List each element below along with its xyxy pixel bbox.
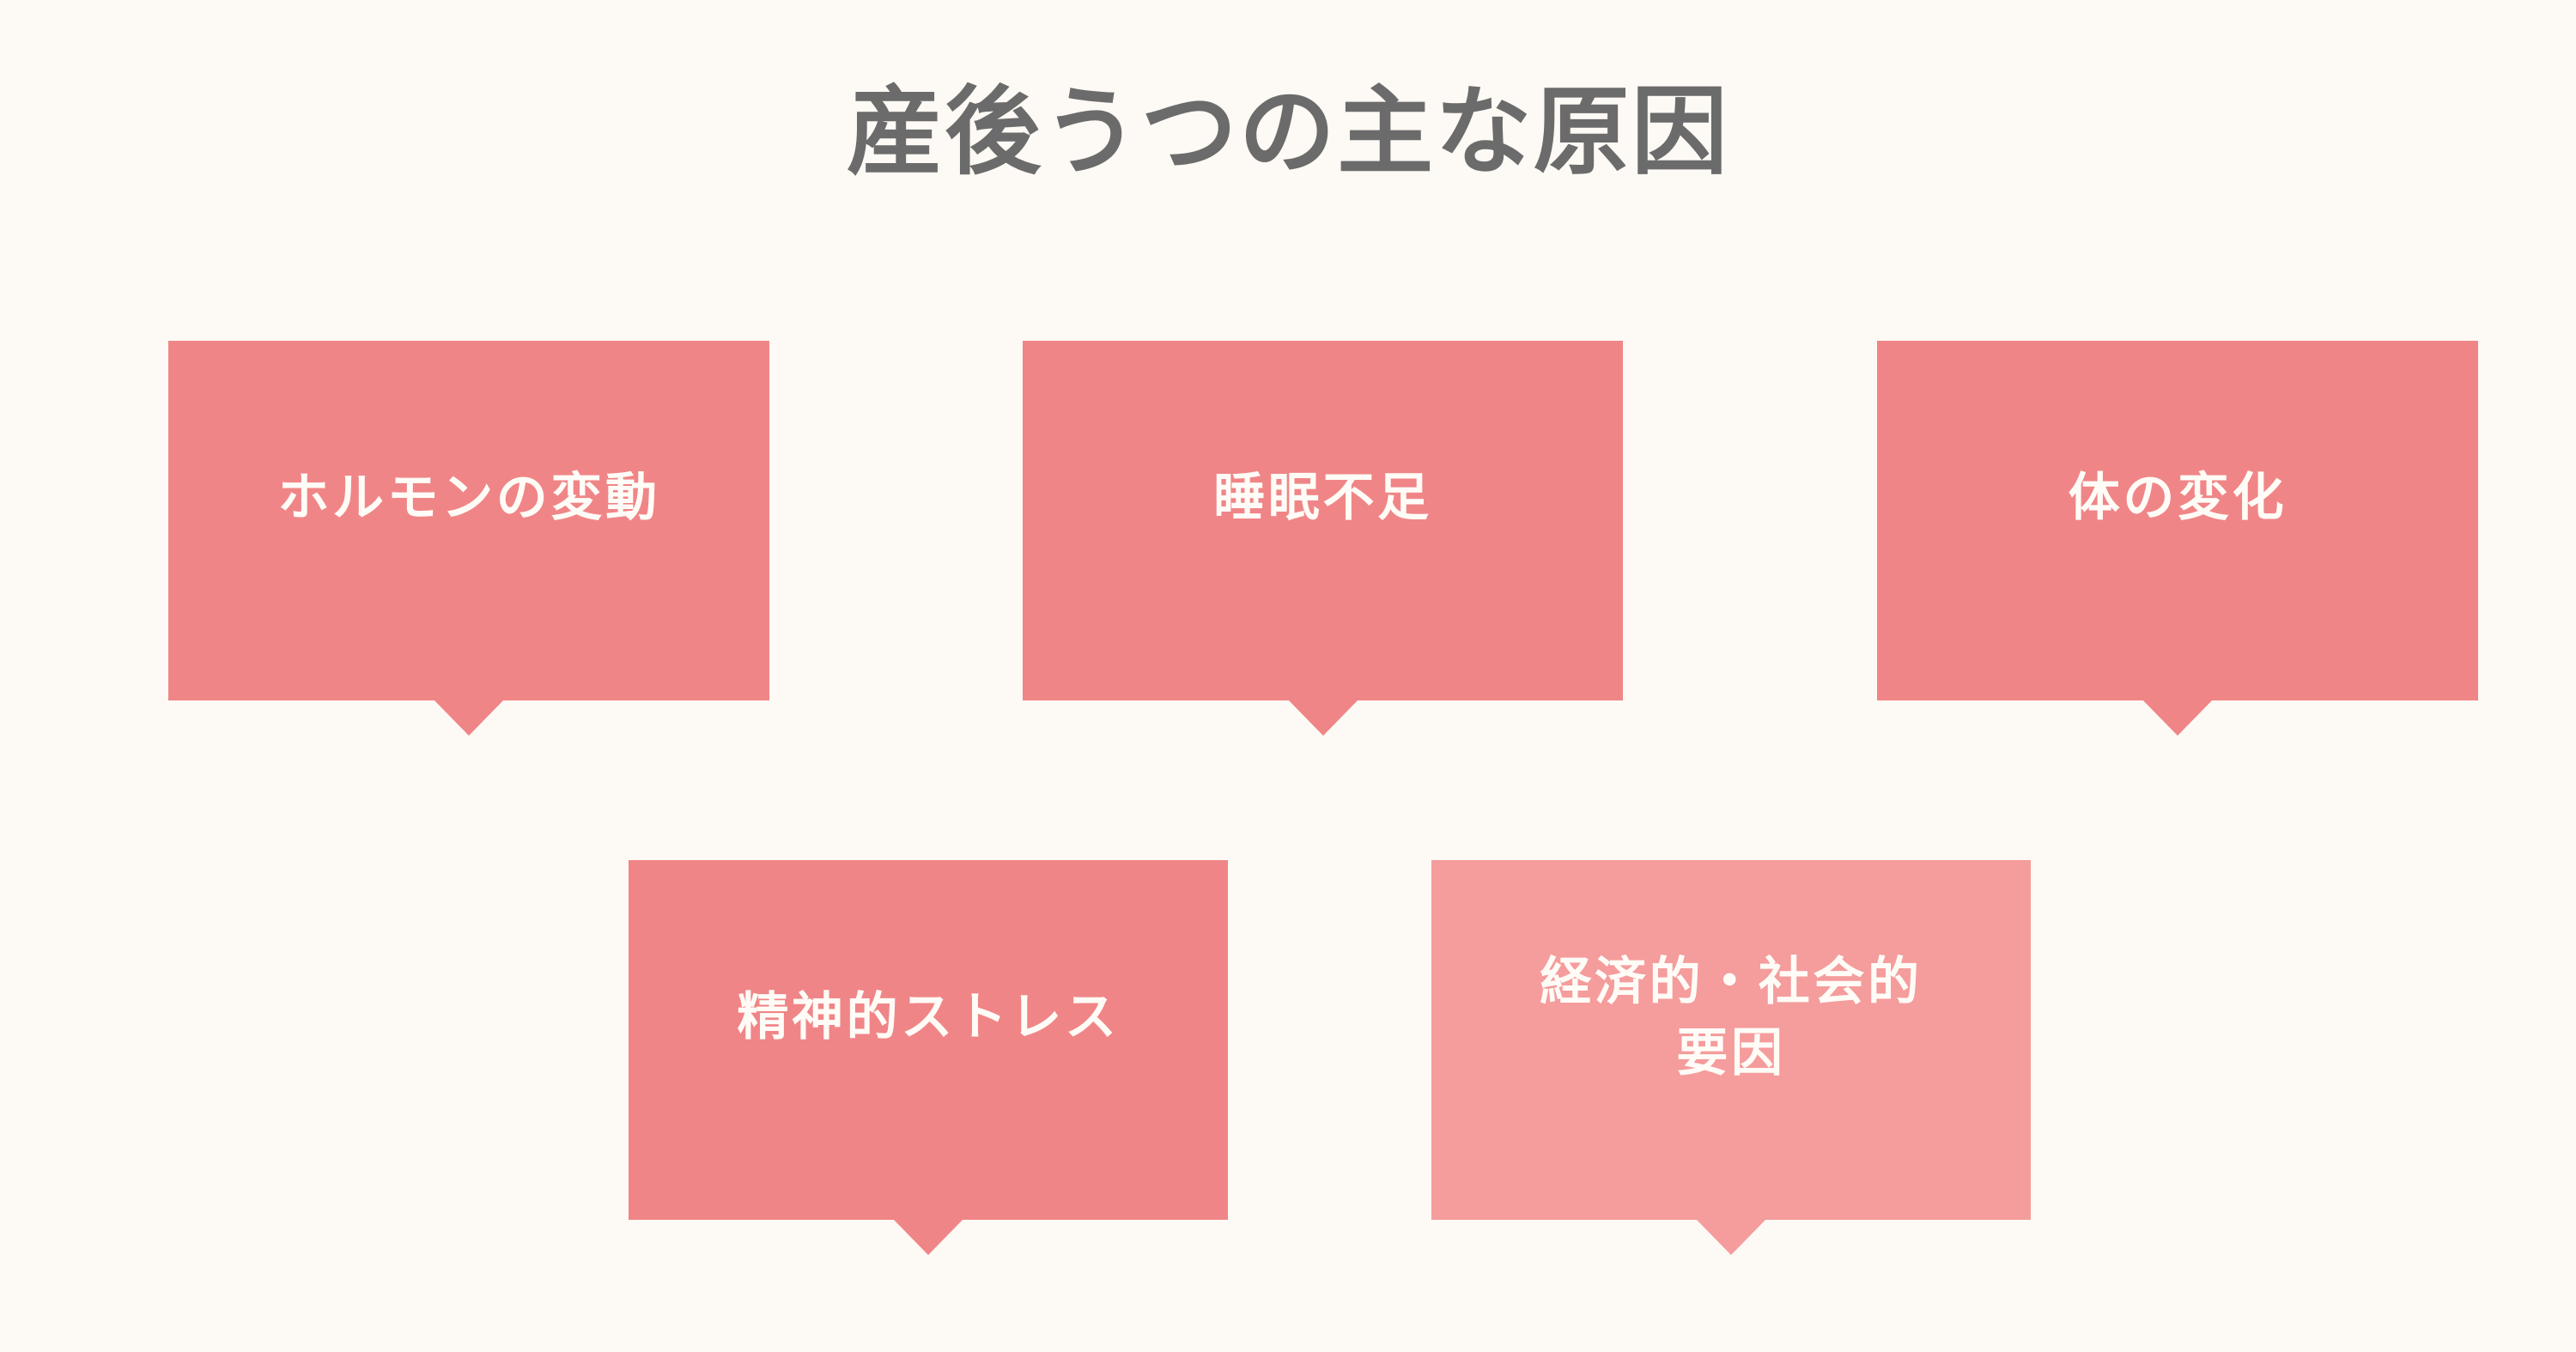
factor-card[interactable]: 睡眠不足 [1023, 341, 1623, 736]
speech-bubble-tail-icon [2142, 700, 2213, 736]
speech-bubble-tail-icon [893, 1219, 963, 1255]
factor-card[interactable]: 経済的・社会的 要因 [1431, 860, 2031, 1255]
page-title: 産後うつの主な原因 [846, 78, 1730, 185]
factor-card-label: 睡眠不足 [1213, 469, 1432, 527]
speech-bubble-tail-icon [1287, 700, 1358, 736]
factor-card-label: 精神的ストレス [737, 988, 1120, 1046]
factor-card-label: 経済的・社会的 要因 [1540, 952, 1923, 1082]
speech-bubble-tail-icon [1696, 1219, 1766, 1255]
speech-bubble-tail-icon [434, 700, 504, 736]
factor-card[interactable]: 精神的ストレス [629, 860, 1228, 1255]
factor-card[interactable]: 体の変化 [1877, 341, 2478, 736]
factor-card-label: 体の変化 [2068, 469, 2287, 527]
factor-card[interactable]: ホルモンの変動 [168, 341, 769, 736]
factor-card-label: ホルモンの変動 [277, 469, 660, 527]
